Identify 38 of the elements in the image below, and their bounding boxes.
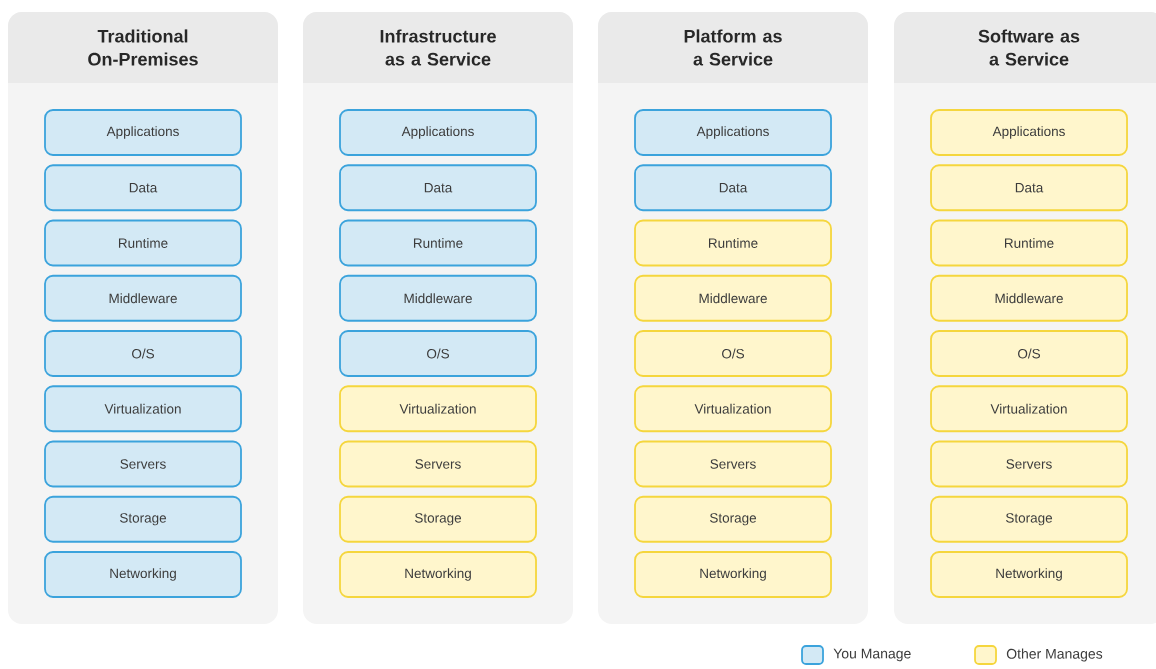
layer-box: Storage <box>44 495 242 543</box>
layer-box: O/S <box>930 330 1128 377</box>
layer-box: Servers <box>930 440 1128 488</box>
layer-box: Data <box>339 164 537 212</box>
legend-label: Other Manages <box>1006 648 1103 662</box>
layer-box: Applications <box>930 109 1128 156</box>
layer-box: Middleware <box>44 274 242 322</box>
layer-box: Servers <box>339 440 537 488</box>
layer-box: Applications <box>339 109 537 156</box>
layer-box: Data <box>634 164 832 212</box>
layer-box: O/S <box>634 330 832 377</box>
layer-box: Networking <box>339 551 537 598</box>
layer-box: Applications <box>44 109 242 156</box>
layer-box: Storage <box>930 495 1128 543</box>
layer-box: Virtualization <box>44 385 242 433</box>
layer-box: Middleware <box>634 274 832 322</box>
layer-box: Storage <box>339 495 537 543</box>
layer-box: Storage <box>634 495 832 543</box>
layer-box: Networking <box>44 551 242 598</box>
layer-box: O/S <box>44 330 242 377</box>
layer-box: O/S <box>339 330 537 377</box>
layer-box: Runtime <box>44 219 242 267</box>
layer-box: Data <box>44 164 242 212</box>
layer-box: Virtualization <box>930 385 1128 433</box>
layer-box: Runtime <box>930 219 1128 267</box>
layer-box: Servers <box>634 440 832 488</box>
layer-box: Applications <box>634 109 832 156</box>
layer-box: Middleware <box>930 274 1128 322</box>
layer-box: Virtualization <box>634 385 832 433</box>
layer-box: Networking <box>634 551 832 598</box>
layer-box: Middleware <box>339 274 537 322</box>
layer-box: Virtualization <box>339 385 537 433</box>
layer-box: Servers <box>44 440 242 488</box>
layer-box: Networking <box>930 551 1128 598</box>
layer-box: Data <box>930 164 1128 212</box>
layer-box: Runtime <box>634 219 832 267</box>
layer-box: Runtime <box>339 219 537 267</box>
legend-label: You Manage <box>833 648 911 662</box>
